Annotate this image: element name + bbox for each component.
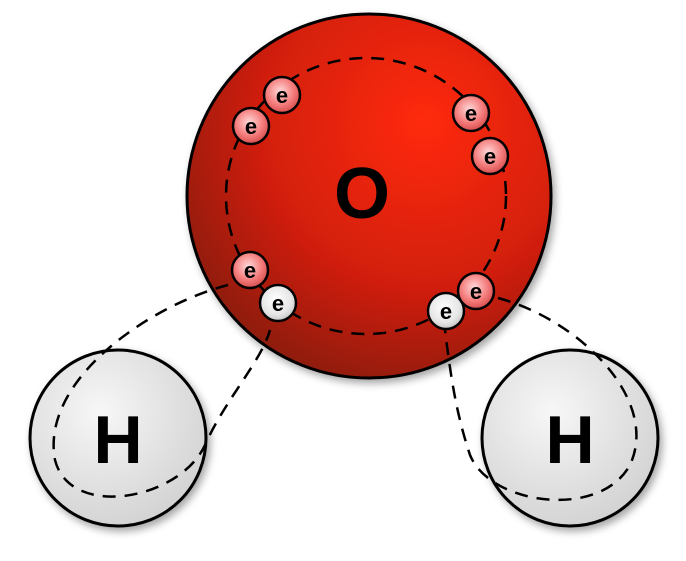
- svg-text:e: e: [440, 299, 452, 324]
- electron-bond-right-oxygen: e: [456, 271, 496, 311]
- svg-text:e: e: [245, 114, 257, 139]
- electron-upper-right-2: e: [470, 136, 510, 176]
- svg-text:e: e: [272, 291, 284, 316]
- hydrogen-left-symbol: H: [93, 402, 142, 478]
- electron-upper-left-1: e: [262, 75, 302, 115]
- hydrogen-right-symbol: H: [545, 402, 594, 478]
- svg-text:e: e: [465, 101, 477, 126]
- electron-bond-left-oxygen: e: [230, 250, 270, 290]
- oxygen-symbol: O: [334, 154, 390, 234]
- svg-text:e: e: [484, 144, 496, 169]
- svg-text:e: e: [276, 83, 288, 108]
- hydrogen-atom-left: [28, 348, 208, 528]
- electron-upper-right-1: e: [451, 93, 491, 133]
- bond-orbit-left: [52, 283, 272, 498]
- oxygen-electron-shell: [224, 56, 508, 336]
- bond-orbit-right: [443, 296, 638, 502]
- svg-text:e: e: [470, 279, 482, 304]
- electron-bond-left-hydrogen: e: [258, 283, 298, 323]
- hydrogen-atom-right: [480, 348, 660, 528]
- svg-text:e: e: [244, 258, 256, 283]
- electron-upper-left-2: e: [231, 106, 271, 146]
- electron-bond-right-hydrogen: e: [426, 291, 466, 331]
